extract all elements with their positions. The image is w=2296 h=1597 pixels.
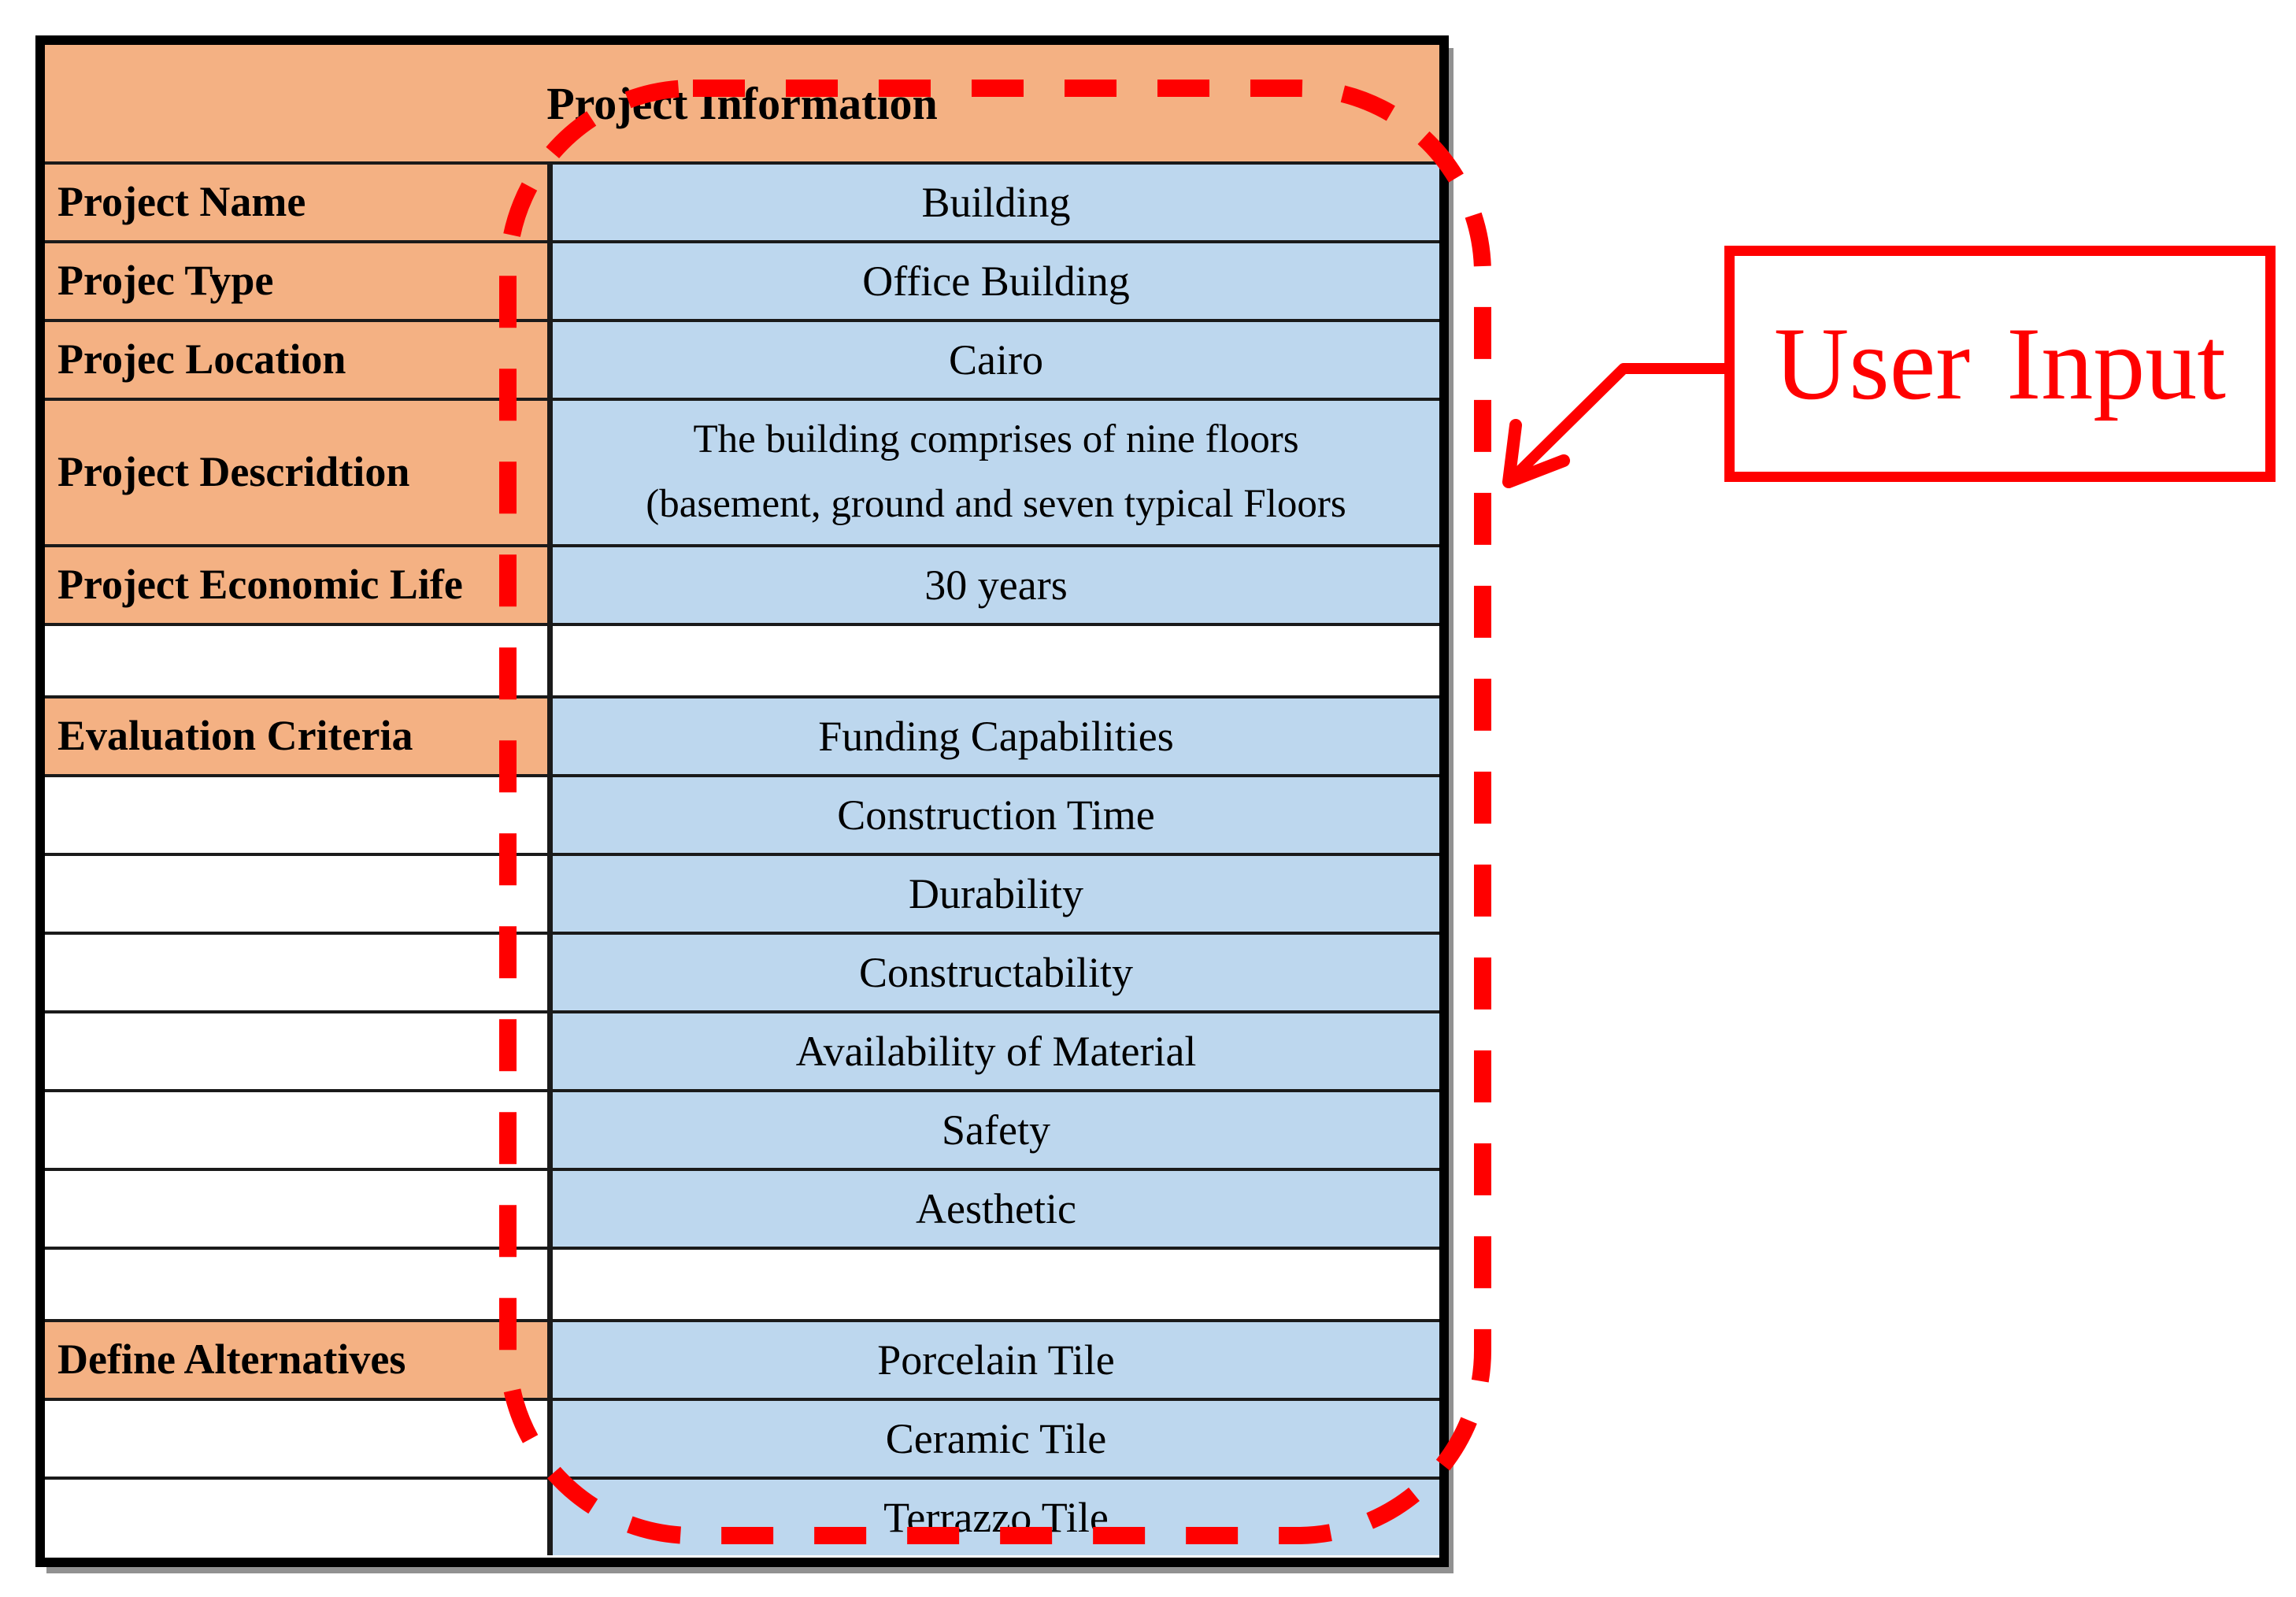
criterion-safety: Safety — [553, 1092, 1439, 1168]
arrowhead-icon — [1502, 419, 1570, 488]
empty-label-cell — [45, 935, 553, 1010]
table-row: Availability of Material — [45, 1010, 1439, 1089]
empty-label-cell — [45, 1480, 553, 1555]
table-row: Evaluation Criteria Funding Capabilities — [45, 695, 1439, 774]
empty-label-cell — [45, 1092, 553, 1168]
table-row: Ceramic Tile — [45, 1398, 1439, 1477]
empty-label-cell — [45, 1401, 553, 1477]
project-name-label: Project Name — [45, 165, 553, 240]
table-row: Project Name Building — [45, 161, 1439, 240]
arrow-shaft — [1503, 363, 1731, 487]
user-input-word-1: User — [1774, 306, 1971, 421]
project-type-value: Office Building — [553, 243, 1439, 319]
empty-label-cell — [45, 1013, 553, 1089]
criterion-aesthetic: Aesthetic — [553, 1171, 1439, 1247]
table-row-spacer — [45, 1247, 1439, 1319]
criterion-constructability: Constructability — [553, 935, 1439, 1010]
table-row: Constructability — [45, 932, 1439, 1010]
economic-life-label: Project Economic Life — [45, 547, 553, 623]
empty-label-cell — [45, 1171, 553, 1247]
criterion-construction-time: Construction Time — [553, 777, 1439, 853]
user-input-callout: User Input — [1724, 246, 2276, 482]
empty-value-cell — [553, 1250, 1439, 1319]
define-alternatives-label: Define Alternatives — [45, 1322, 553, 1398]
table-row-spacer — [45, 623, 1439, 695]
table-row: Safety — [45, 1089, 1439, 1168]
economic-life-value: 30 years — [553, 547, 1439, 623]
project-information-table: Project Information Project Name Buildin… — [35, 35, 1449, 1567]
criterion-durability: Durability — [553, 856, 1439, 932]
project-name-value: Building — [553, 165, 1439, 240]
table-row: Terrazzo Tile — [45, 1477, 1439, 1555]
project-description-label: Project Descridtion — [45, 401, 553, 544]
alternative-porcelain-tile: Porcelain Tile — [553, 1322, 1439, 1398]
project-description-value: The building comprises of nine floors (b… — [553, 401, 1439, 544]
table-row: Project Descridtion The building compris… — [45, 398, 1439, 544]
description-line-1: The building comprises of nine floors — [693, 417, 1299, 462]
empty-label-cell — [45, 626, 553, 695]
project-location-value: Cairo — [553, 322, 1439, 398]
empty-label-cell — [45, 1250, 553, 1319]
table-row: Project Economic Life 30 years — [45, 544, 1439, 623]
table-row: Define Alternatives Porcelain Tile — [45, 1319, 1439, 1398]
table-row: Projec Location Cairo — [45, 319, 1439, 398]
description-line-2: (basement, ground and seven typical Floo… — [646, 482, 1346, 526]
table-row: Durability — [45, 853, 1439, 932]
evaluation-criteria-label: Evaluation Criteria — [45, 698, 553, 774]
table-row: Project Information — [45, 45, 1439, 161]
project-location-label: Projec Location — [45, 322, 553, 398]
empty-label-cell — [45, 856, 553, 932]
alternative-ceramic-tile: Ceramic Tile — [553, 1401, 1439, 1477]
empty-value-cell — [553, 626, 1439, 695]
alternative-terrazzo-tile: Terrazzo Tile — [553, 1480, 1439, 1555]
empty-label-cell — [45, 777, 553, 853]
table-row: Projec Type Office Building — [45, 240, 1439, 319]
user-input-word-2: Input — [2006, 306, 2226, 421]
criterion-funding-capabilities: Funding Capabilities — [553, 698, 1439, 774]
table-title: Project Information — [45, 45, 1439, 161]
criterion-availability-of-material: Availability of Material — [553, 1013, 1439, 1089]
table-row: Aesthetic — [45, 1168, 1439, 1247]
table-row: Construction Time — [45, 774, 1439, 853]
project-type-label: Projec Type — [45, 243, 553, 319]
